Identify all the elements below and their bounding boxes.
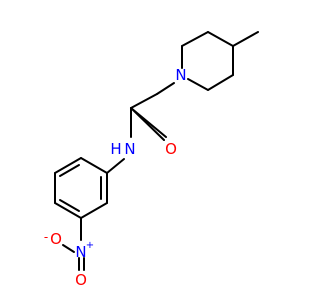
bond-ring-c2-n [187,78,209,91]
structure-canvas: N O N H N + O O - [44,31,259,289]
bond-ring-c3-c2 [207,74,234,91]
atom-o-nitro-top: O [75,271,87,289]
bond-ring-c5-c6 [181,31,209,47]
bond-nh-aryl [106,158,125,174]
bond-ar-3-4-inner [59,199,80,212]
charge-n-nitro: + [86,240,94,251]
bond-ar-5-6-inner [59,164,80,177]
bond-ar-3-4 [54,202,82,219]
bond-ar-2-3 [80,202,108,219]
bond-ch2-carbonyl [130,93,158,109]
atom-n-ring: N [175,66,186,84]
atom-n-amide: N [124,140,135,158]
bond-carbonyl-o-b [130,107,167,138]
bond-ar-6-1 [80,157,108,174]
bond-methyl [232,31,259,47]
atom-h-amide: H [110,140,121,158]
atom-n-nitro: N [75,243,86,261]
bond-n-ch2 [156,82,175,95]
bond-nitro-o-left [62,244,75,253]
bond-ring-c4-c5 [207,31,234,47]
atom-o-carbonyl: O [165,140,177,158]
molecule-drawing: N O N H N + O O - [44,31,259,289]
atom-o-nitro-left: O [50,230,62,248]
charge-o-nitro-left: - [44,230,48,244]
bond-ar-5-6 [54,157,82,174]
